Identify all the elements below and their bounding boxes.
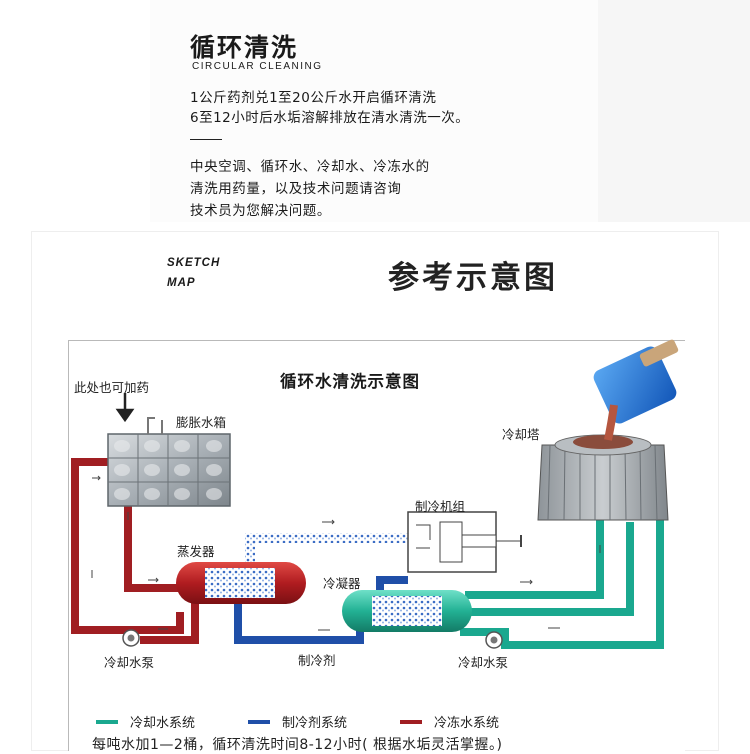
- pump-left-icon: [122, 629, 140, 647]
- sketch-label: SKETCH: [167, 257, 221, 269]
- expansion-tank-label: 膨胀水箱: [176, 415, 227, 430]
- chiller-unit: [407, 511, 522, 573]
- evaporator-label: 蒸发器: [177, 544, 215, 559]
- chilled-pipe-return: [140, 598, 199, 644]
- header-right-panel: [598, 0, 750, 222]
- page-title: 循环清洗: [190, 33, 299, 62]
- intro-line: 1公斤药剂兑1至20公斤水开启循环清洗: [190, 90, 437, 106]
- intro-line: 6至12小时后水垢溶解排放在清水清洗一次。: [190, 110, 470, 126]
- flow-arrows: [91, 475, 601, 631]
- diagram-title: 循环水清洗示意图: [280, 372, 420, 391]
- pump-right-icon: [485, 631, 503, 649]
- diagram-frame: [68, 340, 685, 751]
- add-chemical-label: 此处也可加药: [74, 380, 150, 395]
- sketch-map-label: SKETCH MAP: [167, 253, 220, 293]
- refrigerant-label: 制冷剂: [298, 653, 336, 668]
- legend-refrigerant: 制冷剂系统: [282, 716, 348, 731]
- chiller-unit-label: 制冷机组: [415, 499, 466, 514]
- note-line: 技术员为您解决问题。: [190, 203, 331, 219]
- legend-chilled: 冷冻水系统: [434, 716, 500, 731]
- cooling-pipe-mid: [470, 522, 634, 616]
- down-arrow-icon: [115, 393, 135, 423]
- chemical-bottle-icon: [593, 339, 679, 441]
- expansion-tank: [107, 417, 231, 507]
- legend-swatch-refrigerant: [248, 720, 270, 724]
- legend-swatch-chilled: [400, 720, 422, 724]
- condenser-label: 冷凝器: [323, 576, 361, 591]
- refrigerant-pipe-mid: [376, 576, 408, 590]
- chilled-pipe-inner: [124, 488, 182, 592]
- page-subtitle: CIRCULAR CLEANING: [192, 61, 323, 72]
- note-line: 清洗用药量，以及技术问题请咨询: [190, 181, 402, 197]
- refrigerant-flow: [245, 533, 408, 565]
- chilled-water-pipe: [71, 458, 199, 644]
- cooling-tower-label: 冷却塔: [502, 427, 540, 442]
- note-line: 中央空调、循环水、冷却水、冷冻水的: [190, 159, 430, 175]
- pump-left-label: 冷却水泵: [104, 655, 155, 670]
- cooling-pipe-lower: [460, 515, 664, 649]
- evaporator-vessel: [176, 562, 306, 604]
- map-label: MAP: [167, 277, 196, 289]
- header-band: [150, 0, 600, 222]
- refrigerant-pipe-bottom: [234, 598, 364, 644]
- chilled-pipe-left: [71, 458, 184, 634]
- pump-right-label: 冷却水泵: [458, 655, 509, 670]
- divider: [190, 139, 222, 140]
- section-title: 参考示意图: [388, 260, 558, 296]
- condenser-vessel: [342, 590, 472, 632]
- legend-cooling: 冷却水系统: [130, 716, 196, 731]
- legend-swatch-cooling: [96, 720, 118, 724]
- cooling-tower: [537, 434, 669, 521]
- footer-note: 每吨水加1—2桶，循环清洗时间8-12小时( 根据水垢灵活掌握。): [92, 737, 503, 753]
